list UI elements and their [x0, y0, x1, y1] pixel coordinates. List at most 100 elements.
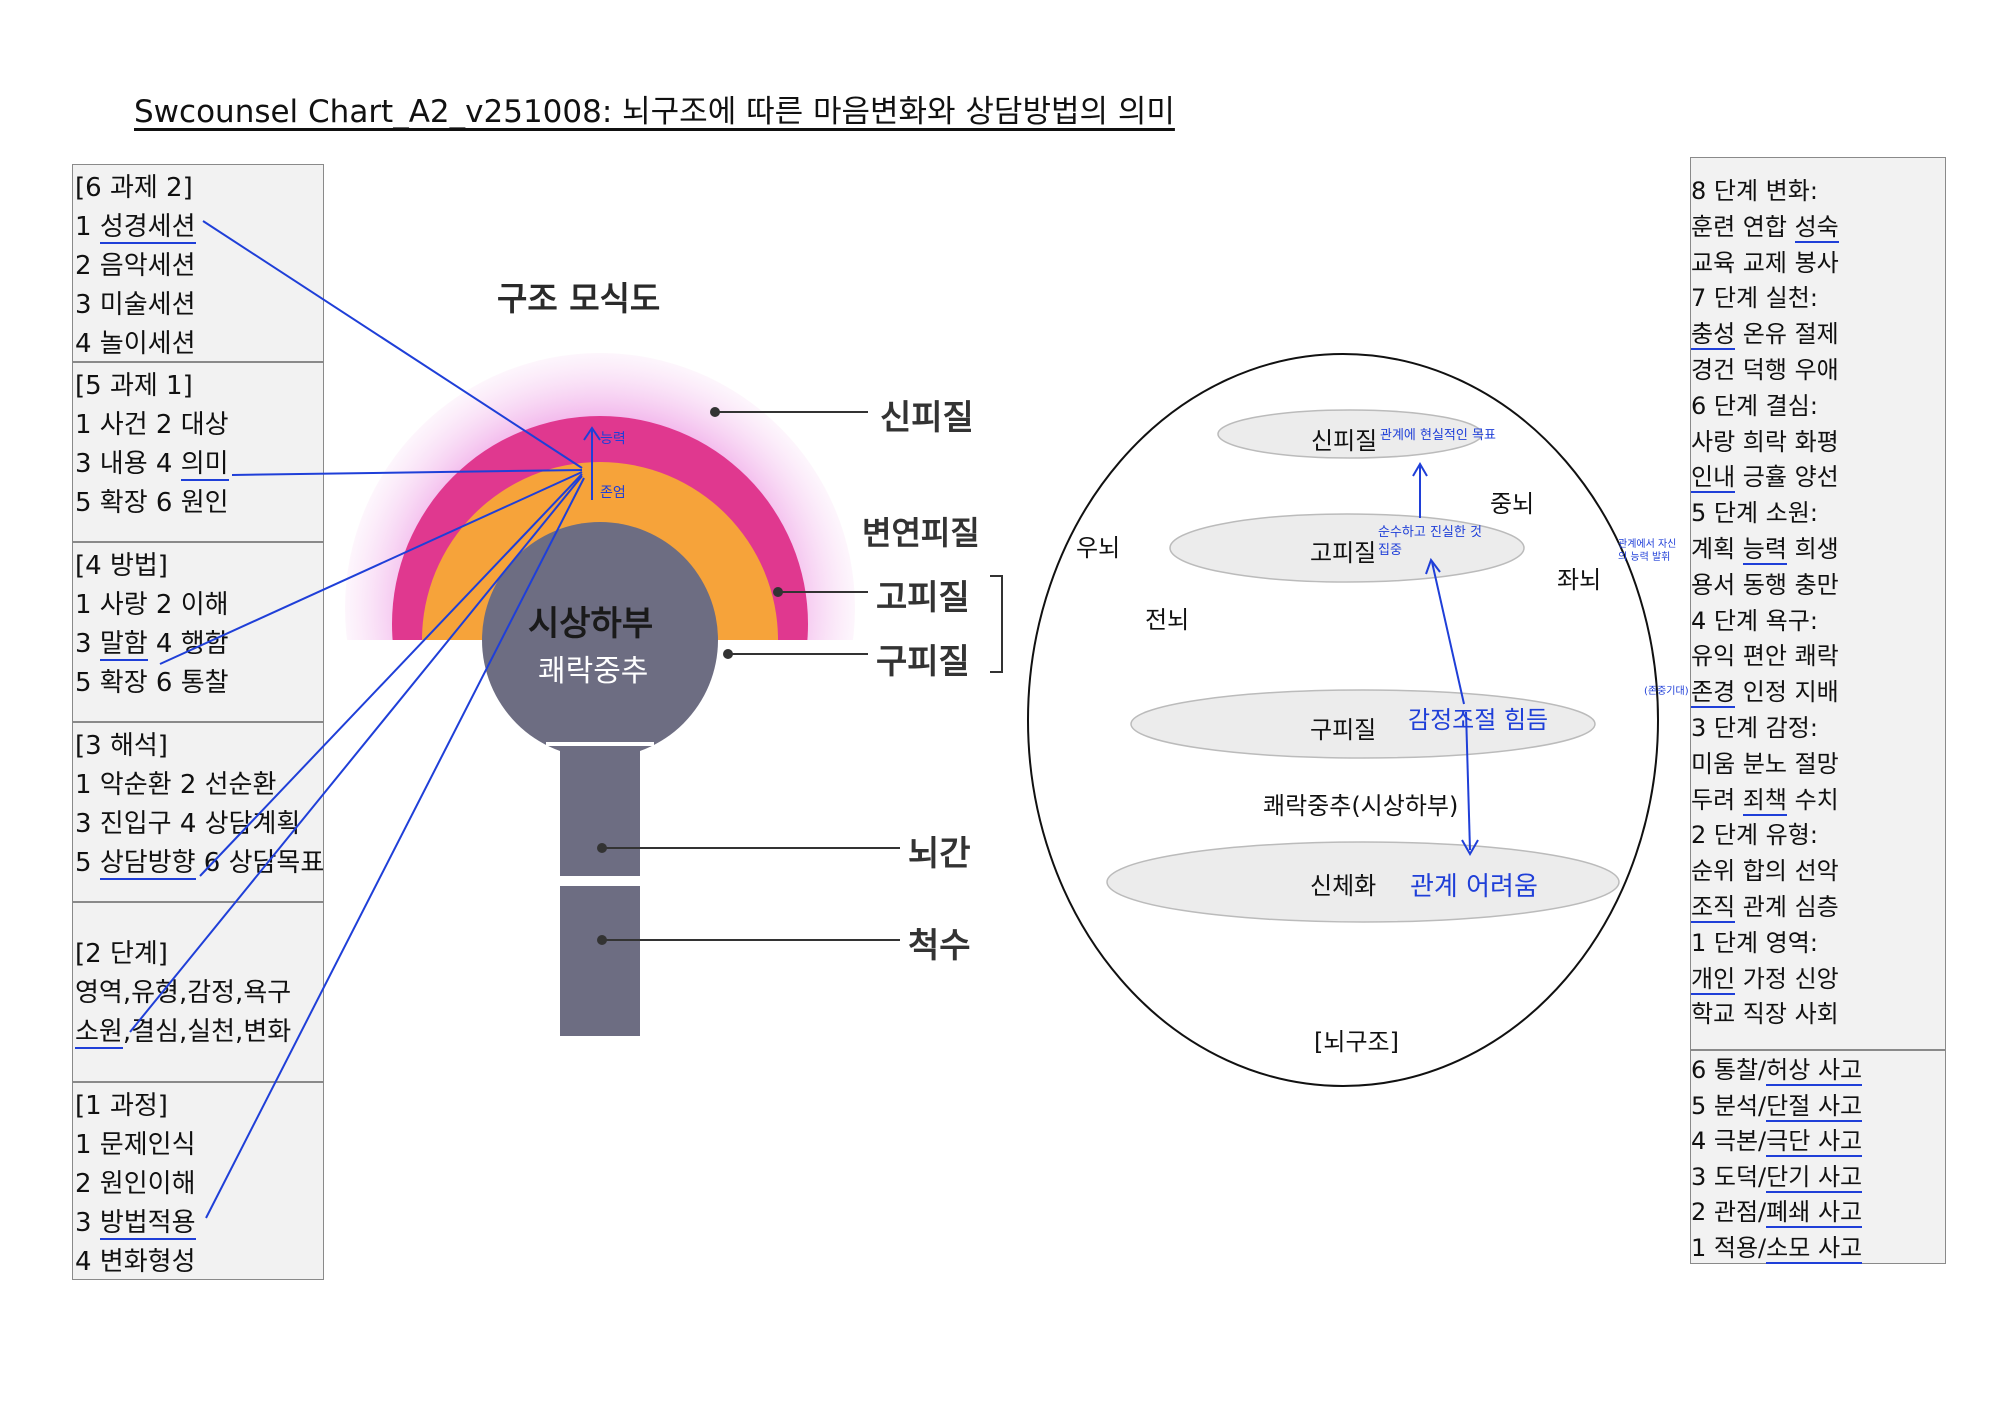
box-line: 2 음악세션	[75, 251, 196, 281]
side-label-left-brain: 좌뇌	[1557, 566, 1602, 594]
thinking-row: 1 적용/소모 사고	[1691, 1233, 1863, 1264]
label-brainstem: 뇌간	[908, 834, 971, 874]
stage-row: 미움 분노 절망	[1691, 749, 1839, 778]
stage-row: 조직 관계 심층	[1691, 892, 1839, 923]
thinking-box: 6 통찰/허상 사고 5 분석/단절 사고 4 극본/극단 사고 3 도덕/단기…	[1690, 1050, 1946, 1264]
hand-note-respect: (존중기대)	[1644, 686, 1689, 697]
hand-note-ability-stage: 관계에서 자신의 능력 발휘	[1618, 539, 1677, 563]
box-line: 3 말함 4 행함	[75, 629, 229, 661]
hand-note-somatization: 관계 어려움	[1410, 872, 1538, 902]
thinking-row: 4 극본/극단 사고	[1691, 1127, 1863, 1158]
left-box-stage: [2 단계] 영역,유형,감정,욕구 소원,결심,실천,변화	[72, 902, 324, 1082]
thinking-row: 3 도덕/단기 사고	[1691, 1162, 1863, 1193]
box-line: 5 확장 6 원인	[75, 488, 229, 518]
box-header: [1 과정]	[75, 1091, 168, 1121]
stage-row: 계획 능력 희생	[1691, 534, 1839, 565]
stage-row: 경건 덕행 우애	[1691, 355, 1839, 384]
underlined-term: 말함	[99, 629, 148, 661]
layer-archicortex	[1130, 689, 1596, 759]
box-line: 1 악순환 2 선순환	[75, 770, 277, 800]
box-line: 1 사랑 2 이해	[75, 590, 229, 620]
left-box-task1: [5 과제 1] 1 사건 2 대상 3 내용 4 의미 5 확장 6 원인	[72, 362, 324, 542]
thinking-row: 2 관점/폐쇄 사고	[1691, 1198, 1863, 1229]
hand-note-neocortex: 관계에 현실적인 목표	[1380, 428, 1496, 443]
spinal-cord	[560, 886, 640, 1036]
box-line: 1 문제인식	[75, 1130, 196, 1160]
brain-structure-figure	[1027, 353, 1659, 1087]
box-line: 5 상담방향 6 상담목표	[75, 848, 325, 880]
underlined-term: 방법적용	[99, 1208, 196, 1240]
box-line: 5 확장 6 통찰	[75, 668, 229, 698]
hand-note-archicortex: 감정조절 힘듬	[1408, 706, 1549, 734]
box-header: [4 방법]	[75, 551, 168, 581]
stage-header: 7 단계 실천:	[1691, 284, 1818, 313]
box-line: 1 사건 2 대상	[75, 410, 229, 440]
box-header: [3 해석]	[75, 731, 168, 761]
box-line: 영역,유형,감정,욕구	[75, 978, 292, 1008]
box-header: [2 단계]	[75, 939, 168, 969]
side-label-mid-brain: 중뇌	[1490, 490, 1535, 518]
underlined-term: 상담방향	[99, 848, 196, 880]
left-box-method: [4 방법] 1 사랑 2 이해 3 말함 4 행함 5 확장 6 통찰	[72, 542, 324, 722]
hand-note-ability: 능력	[600, 431, 626, 447]
layer-label-somatization: 신체화	[1310, 872, 1377, 900]
stage-header: 5 단계 소원:	[1691, 499, 1818, 528]
schematic-figure	[330, 353, 1003, 1036]
brainstem	[560, 746, 640, 876]
stage-row: 훈련 연합 성숙	[1691, 212, 1839, 243]
underlined-term: 성경세션	[99, 212, 196, 244]
stage-header: 6 단계 결심:	[1691, 391, 1818, 420]
pleasure-center-label: 쾌락중추(시상하부)	[1263, 792, 1459, 820]
box-line: 3 방법적용	[75, 1208, 196, 1240]
thinking-row: 5 분석/단절 사고	[1691, 1091, 1863, 1122]
label-archicortex: 구피질	[876, 642, 970, 682]
stage-row: 유익 편안 쾌락	[1691, 642, 1839, 671]
box-header: [6 과제 2]	[75, 173, 193, 203]
box-line: 3 내용 4 의미	[75, 449, 229, 481]
stage-header: 3 단계 감정:	[1691, 713, 1818, 742]
right-stages-box: 8 단계 변화: 훈련 연합 성숙 교육 교제 봉사 7 단계 실천: 충성 온…	[1690, 157, 1946, 1050]
left-box-task2: [6 과제 2] 1 성경세션 2 음악세션 3 미술세션 4 놀이세션	[72, 164, 324, 362]
layer-label-archicortex: 구피질	[1310, 716, 1377, 744]
center-pleasure: 쾌락중추	[538, 654, 649, 689]
hand-note-dignity: 존엄	[600, 485, 626, 501]
layer-label-paleocortex: 고피질	[1310, 539, 1377, 567]
stage-header: 4 단계 욕구:	[1691, 606, 1818, 635]
stage-row: 교육 교제 봉사	[1691, 248, 1839, 277]
stage-row: 학교 직장 사회	[1691, 1000, 1839, 1029]
left-box-interpret: [3 해석] 1 악순환 2 선순환 3 진입구 4 상담계획 5 상담방향 6…	[72, 722, 324, 902]
box-header: [5 과제 1]	[75, 371, 193, 401]
stage-row: 사랑 희락 화평	[1691, 427, 1839, 456]
hand-note-paleocortex: 순수하고 진실한 것 집중	[1378, 525, 1482, 558]
layer-label-neocortex: 신피질	[1311, 427, 1378, 455]
underlined-term: 소원	[75, 1017, 123, 1049]
box-line: 3 진입구 4 상담계획	[75, 809, 301, 839]
center-hypothalamus: 시상하부	[528, 604, 654, 644]
stage-header: 8 단계 변화:	[1691, 177, 1818, 205]
stage-row: 개인 가정 신앙	[1691, 964, 1839, 995]
box-line: 4 변화형성	[75, 1247, 196, 1277]
label-spinal-cord: 척수	[908, 926, 971, 966]
layer-neocortex	[1217, 409, 1483, 459]
stage-header: 2 단계 유형:	[1691, 821, 1818, 850]
box-line: 소원,결심,실천,변화	[75, 1017, 292, 1049]
label-limbic-cortex: 변연피질	[862, 514, 980, 552]
side-label-forebrain: 전뇌	[1145, 606, 1190, 634]
side-label-right-brain: 우뇌	[1076, 534, 1121, 562]
layer-somatization	[1106, 841, 1620, 923]
hypothalamus-ball	[482, 522, 718, 758]
left-box-process: [1 과정] 1 문제인식 2 원인이해 3 방법적용 4 변화형성	[72, 1082, 324, 1280]
stage-row: 충성 온유 절제	[1691, 320, 1839, 351]
box-line: 4 놀이세션	[75, 329, 196, 359]
brain-caption: [뇌구조]	[1314, 1028, 1399, 1056]
leader-lines	[597, 407, 1003, 945]
box-line: 3 미술세션	[75, 290, 196, 320]
stage-row: 순위 합의 선악	[1691, 857, 1839, 886]
page-title: Swcounsel Chart_A2_v251008: 뇌구조에 따른 마음변화…	[134, 94, 1175, 130]
box-line: 2 원인이해	[75, 1169, 196, 1199]
schematic-title: 구조 모식도	[497, 279, 661, 318]
stage-header: 1 단계 영역:	[1691, 928, 1818, 957]
stage-row: 두려 죄책 수치	[1691, 785, 1839, 816]
label-paleocortex: 고피질	[876, 578, 970, 618]
